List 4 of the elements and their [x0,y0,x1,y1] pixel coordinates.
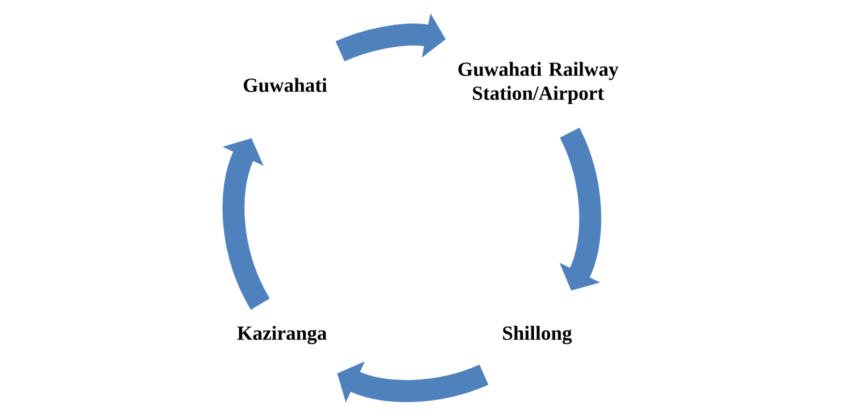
place-label: Guwahati [244,78,327,92]
place-label: Kaziranga [237,326,327,344]
place-label: Shillong [503,326,572,344]
place-label: Guwahati Railway Station/Airport [458,62,618,104]
